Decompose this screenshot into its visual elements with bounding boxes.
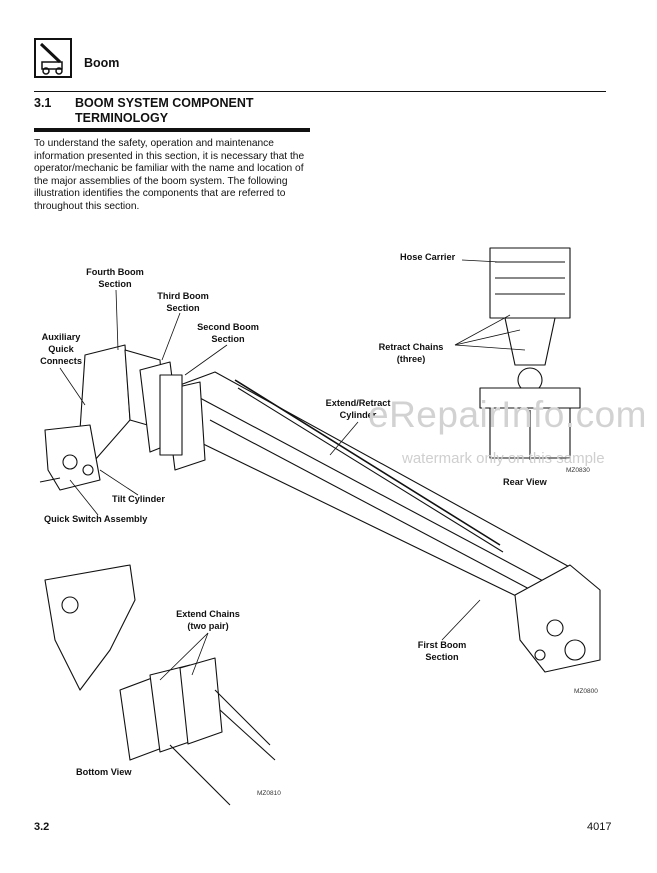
figure-code-rear: MZ0830 (566, 467, 590, 474)
label-third-boom-section: Third Boom Section (157, 290, 209, 314)
label-line: (two pair) (187, 621, 229, 631)
label-extend-retract-cylinder: Extend/Retract Cylinder (326, 397, 391, 421)
label-line: Fourth Boom (86, 267, 144, 277)
label-first-boom-section: First Boom Section (418, 639, 467, 663)
label-quick-switch-assembly: Quick Switch Assembly (44, 514, 148, 524)
label-line: Third Boom (157, 291, 209, 301)
label-line: Retract Chains (378, 342, 444, 352)
section-rule (34, 128, 310, 132)
label-bottom-view: Bottom View (76, 767, 132, 777)
label-line: Section (425, 652, 459, 662)
label-line: Quick (48, 344, 74, 354)
label-rear-view: Rear View (503, 477, 547, 487)
watermark-note: watermark only on this sample (402, 450, 605, 467)
label-line: (three) (396, 354, 426, 364)
label-line: Second Boom (197, 322, 259, 332)
figure-code-bottom: MZ0810 (257, 790, 281, 797)
label-tilt-cylinder: Tilt Cylinder (112, 494, 165, 504)
label-hose-carrier: Hose Carrier (400, 252, 456, 262)
label-line: Auxiliary (41, 332, 81, 342)
label-second-boom-section: Second Boom Section (197, 321, 259, 345)
page-number: 3.2 (34, 821, 50, 833)
label-extend-chains: Extend Chains (two pair) (176, 608, 240, 632)
document-number: 4017 (587, 821, 612, 833)
intro-paragraph: To understand the safety, operation and … (34, 138, 305, 212)
header-title: Boom (84, 56, 120, 70)
label-auxiliary-quick-connects: Auxiliary Quick Connects (40, 331, 82, 367)
label-line: Section (98, 279, 132, 289)
section-title: BOOM SYSTEM COMPONENT TERMINOLOGY (75, 96, 254, 125)
label-line: Connects (40, 356, 82, 366)
boom-loader-icon (34, 38, 72, 78)
label-line: First Boom (417, 640, 467, 650)
label-line: Cylinder (339, 410, 377, 420)
label-line: Extend Chains (176, 609, 240, 619)
watermark-site: eRepairInfo.com (368, 394, 647, 435)
label-line: Section (166, 303, 200, 313)
label-line: Extend/Retract (325, 398, 391, 408)
label-retract-chains: Retract Chains (three) (379, 341, 444, 365)
section-number: 3.1 (34, 96, 52, 110)
figure-code-main: MZ0800 (574, 688, 598, 695)
label-fourth-boom-section: Fourth Boom Section (86, 266, 144, 290)
header-rule (34, 91, 606, 92)
label-line: Section (211, 334, 245, 344)
